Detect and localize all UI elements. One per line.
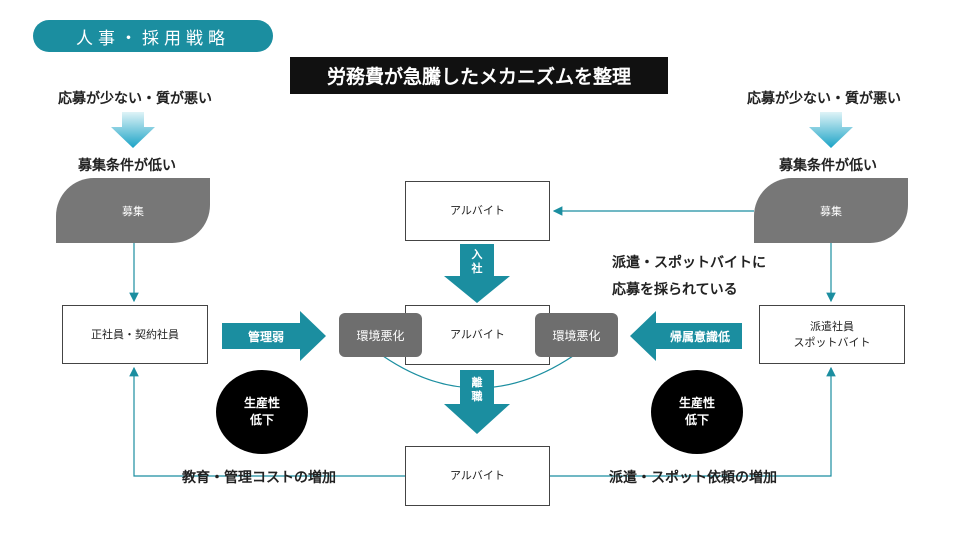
manage-weak-label: 管理弱 [247,329,284,344]
env-left-badge: 環境悪化 [339,313,422,357]
join-char-1: 入 [471,248,483,261]
belonging-low-label: 帰属意識低 [669,329,730,344]
right-note-line1: 派遣・スポットバイトに [612,255,766,271]
left-recruit-shape: 募集 [56,178,210,243]
right-productivity-circle: 生産性 低下 [651,370,743,454]
leave-char-2: 職 [471,390,483,404]
right-note: 派遣・スポットバイトに 応募を採られている [612,250,766,304]
right-productivity-line2: 低下 [684,413,709,427]
leave-char-1: 離 [471,376,483,389]
left-staff-label: 正社員・契約社員 [91,327,179,341]
left-productivity-line1: 生産性 [243,396,280,411]
env-left-label: 環境悪化 [356,328,405,343]
join-arrow [444,244,510,303]
right-return-connector [550,366,836,477]
join-char-2: 社 [471,262,483,276]
center-bottom-box: アルバイト [405,446,550,506]
center-top-label: アルバイト [450,204,505,218]
center-mid-box: アルバイト [405,305,550,365]
right-cost-label: 派遣・スポット依頼の増加 [609,470,777,486]
right-recruit-label: 募集 [820,204,842,218]
left-cost-label: 教育・管理コストの増加 [182,470,336,486]
section-tag: 人事・採用戦略 [33,20,273,52]
right-staff-box: 派遣社員 スポットバイト [759,305,905,364]
env-right-badge: 環境悪化 [535,313,618,357]
manage-arrow [222,311,326,361]
leave-label: 離 職 [470,376,484,405]
right-recruit-shape: 募集 [754,178,908,243]
right-down-arrow [809,112,853,148]
center-mid-label: アルバイト [450,328,505,342]
leave-arrow [444,370,510,434]
left-productivity-line2: 低下 [249,413,274,427]
left-down-arrow [111,112,155,148]
join-label: 入 社 [470,248,484,277]
right-note-line2: 応募を採られている [612,282,738,298]
right-staff-line1: 派遣社員 [810,320,854,334]
left-productivity-circle: 生産性 低下 [216,370,308,454]
left-recruit-label: 募集 [122,204,144,218]
center-bottom-label: アルバイト [450,469,505,483]
left-staff-box: 正社員・契約社員 [62,305,208,364]
belonging-arrow [630,311,742,361]
left-condition-label: 募集条件が低い [78,158,176,174]
left-return-connector [129,366,405,477]
center-top-box: アルバイト [405,181,550,241]
right-staff-line2: スポットバイト [793,335,871,349]
right-top-label: 応募が少ない・質が悪い [747,91,901,107]
page-title: 労務費が急騰したメカニズムを整理 [290,57,668,94]
env-right-label: 環境悪化 [552,328,601,343]
right-productivity-line1: 生産性 [678,396,715,411]
right-condition-label: 募集条件が低い [779,158,877,174]
left-top-label: 応募が少ない・質が悪い [58,91,212,107]
